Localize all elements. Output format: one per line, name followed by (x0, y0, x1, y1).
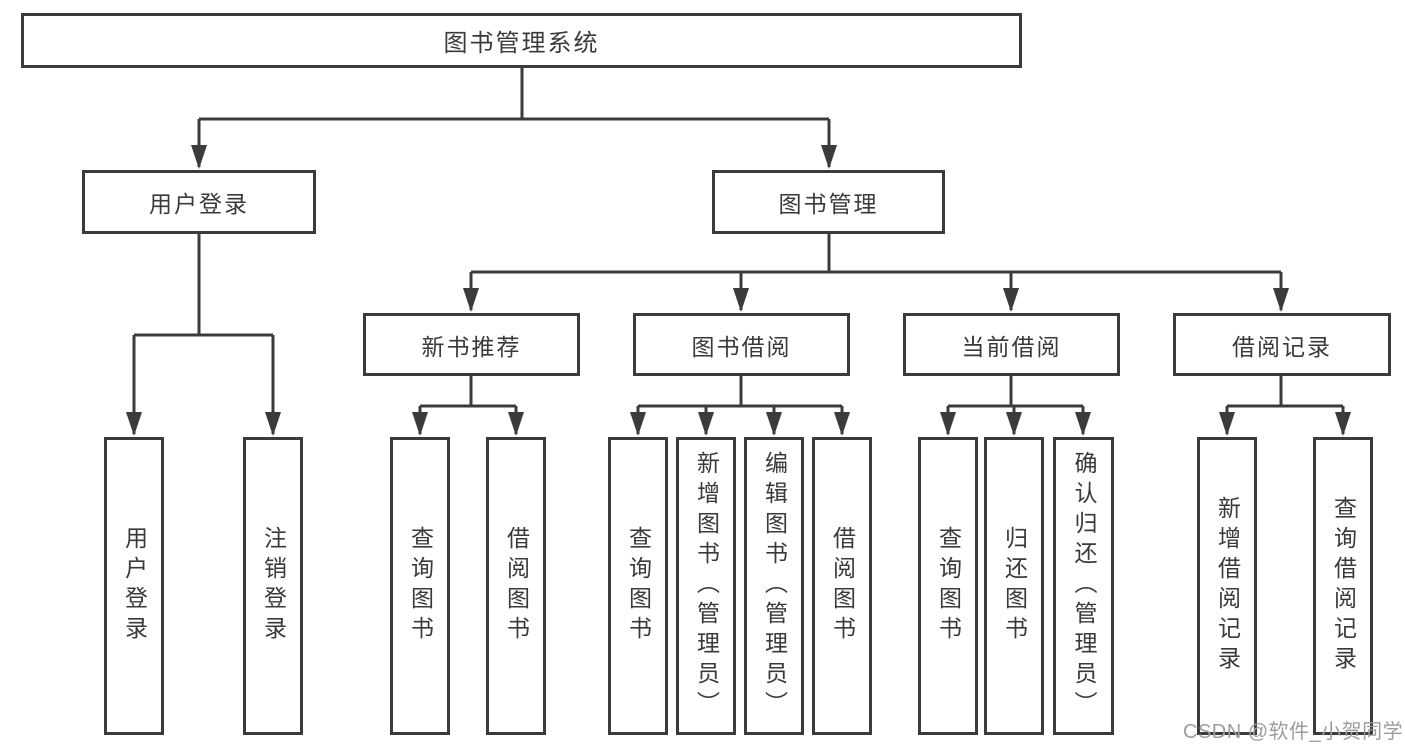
node-label: 用户登录 (121, 526, 148, 646)
node-label: 借阅记录 (1232, 333, 1332, 360)
node-label: 归还图书 (1001, 526, 1028, 646)
node-label: 查询图书 (625, 526, 652, 646)
node-label: 当前借阅 (961, 333, 1062, 360)
node-label: 新书推荐 (421, 333, 522, 360)
node-label: 图书管理 (778, 191, 879, 217)
leaf-borrow-book: 借阅图书 (812, 437, 872, 735)
node-book-management: 图书管理 (712, 170, 945, 234)
node-label: 确认归还（管理员） (1071, 451, 1097, 721)
node-label: 查询图书 (407, 526, 434, 646)
leaf-confirm-return-admin: 确认归还（管理员） (1053, 437, 1114, 735)
node-label: 借阅图书 (503, 526, 530, 646)
node-label: 新增图书（管理员） (693, 451, 720, 721)
node-label: 新增借阅记录 (1214, 496, 1241, 676)
node-label: 借阅图书 (829, 526, 856, 646)
leaf-add-book-admin: 新增图书（管理员） (676, 437, 736, 735)
leaf-user-login: 用户登录 (104, 437, 164, 735)
node-library-management-system: 图书管理系统 (21, 13, 1022, 68)
node-label: 图书管理系统 (443, 30, 600, 57)
csdn-watermark: CSDN @软件_小贺同学 (1183, 721, 1404, 743)
node-label: 用户登录 (149, 191, 249, 217)
leaf-borrow-book: 借阅图书 (486, 437, 546, 735)
node-book-borrow: 图书借阅 (633, 313, 850, 376)
node-label: 查询借阅记录 (1330, 496, 1357, 676)
node-user-login: 用户登录 (82, 170, 316, 234)
leaf-query-borrow-record: 查询借阅记录 (1313, 437, 1373, 735)
node-label: 编辑图书（管理员） (761, 451, 788, 721)
leaf-add-borrow-record: 新增借阅记录 (1197, 437, 1257, 735)
node-label: 查询图书 (935, 526, 962, 646)
leaf-query-book: 查询图书 (390, 437, 450, 735)
leaf-return-book: 归还图书 (984, 437, 1044, 735)
arrowheads (126, 145, 1351, 436)
node-borrow-records: 借阅记录 (1173, 313, 1391, 376)
leaf-logout: 注销登录 (243, 437, 303, 735)
tree-edges (132, 68, 1345, 434)
leaf-query-book: 查询图书 (608, 437, 668, 735)
node-label: 注销登录 (260, 526, 287, 646)
node-label: 图书借阅 (691, 333, 792, 360)
node-current-borrow: 当前借阅 (903, 313, 1120, 376)
leaf-query-book: 查询图书 (918, 437, 978, 735)
leaf-edit-book-admin: 编辑图书（管理员） (744, 437, 804, 735)
node-new-book-recommend: 新书推荐 (363, 313, 580, 376)
